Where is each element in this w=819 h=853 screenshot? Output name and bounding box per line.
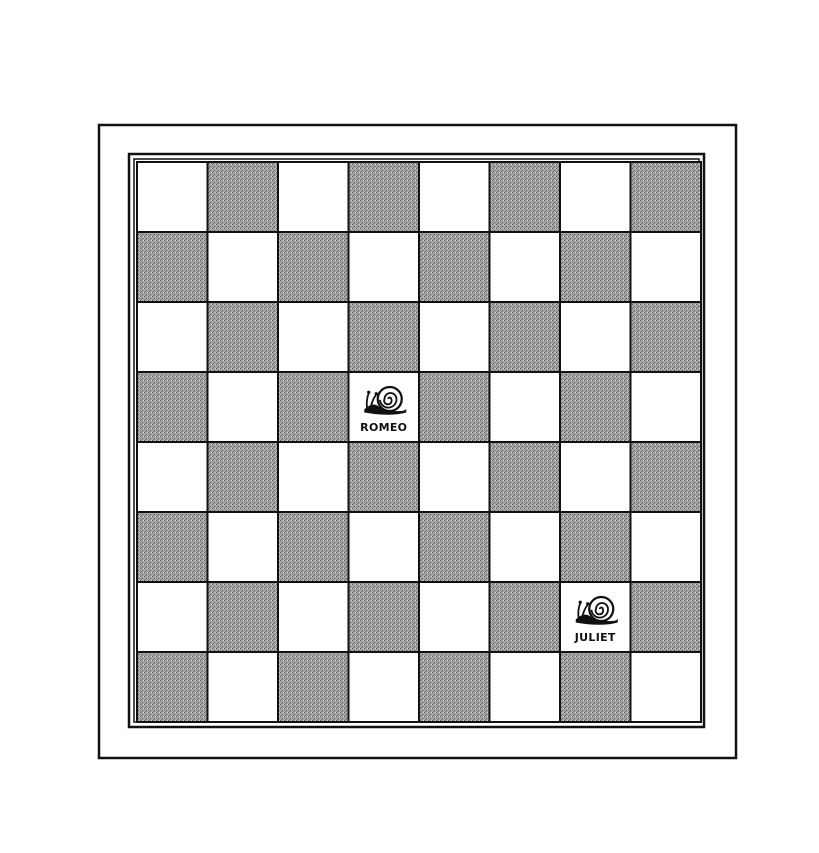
- light-square: [277, 581, 350, 653]
- light-square: [347, 511, 420, 583]
- light-square: [277, 161, 350, 233]
- dark-square: [559, 511, 632, 583]
- dark-square: [629, 301, 702, 373]
- dark-square: [559, 371, 632, 443]
- light-square: [206, 511, 279, 583]
- dark-square: [559, 231, 632, 303]
- dark-square: [206, 581, 279, 653]
- light-square: [206, 651, 279, 723]
- dark-square: [206, 161, 279, 233]
- light-square: [559, 301, 632, 373]
- light-square: [277, 441, 350, 513]
- dark-square: [488, 161, 561, 233]
- board-pieces: ROMEO JULIET: [349, 373, 630, 651]
- piece-label-juliet: JULIET: [574, 631, 616, 644]
- dark-square: [277, 511, 350, 583]
- dark-square: [206, 441, 279, 513]
- light-square: [559, 161, 632, 233]
- light-square: [206, 371, 279, 443]
- dark-square: [629, 581, 702, 653]
- light-square: [488, 651, 561, 723]
- light-square: [347, 231, 420, 303]
- dark-square: [488, 441, 561, 513]
- piece-label-romeo: ROMEO: [360, 421, 407, 434]
- dark-square: [629, 441, 702, 513]
- light-square: [629, 511, 702, 583]
- dark-square: [136, 371, 209, 443]
- dark-square: [136, 651, 209, 723]
- light-square: [488, 511, 561, 583]
- light-square: [136, 161, 209, 233]
- dark-square: [277, 371, 350, 443]
- dark-square: [488, 581, 561, 653]
- light-square: [418, 441, 491, 513]
- dark-square: [418, 371, 491, 443]
- light-square: [418, 581, 491, 653]
- dark-square: [277, 231, 350, 303]
- dark-square: [418, 651, 491, 723]
- light-square: [418, 161, 491, 233]
- light-square: [488, 231, 561, 303]
- dark-square: [488, 301, 561, 373]
- dark-square: [418, 231, 491, 303]
- dark-square: [347, 301, 420, 373]
- light-square: [136, 301, 209, 373]
- dark-square: [559, 651, 632, 723]
- piece-romeo: ROMEO: [349, 373, 418, 441]
- dark-square: [136, 231, 209, 303]
- light-square: [629, 651, 702, 723]
- light-square: [136, 581, 209, 653]
- dark-square: [277, 651, 350, 723]
- light-square: [559, 441, 632, 513]
- dark-square: [347, 441, 420, 513]
- light-square: [277, 301, 350, 373]
- dark-square: [206, 301, 279, 373]
- outer-frame: [97, 123, 738, 760]
- dark-square: [347, 161, 420, 233]
- dark-square: [418, 511, 491, 583]
- light-square: [629, 371, 702, 443]
- board-border: [127, 152, 706, 729]
- light-square: [629, 231, 702, 303]
- dark-square: [347, 581, 420, 653]
- light-square: [418, 301, 491, 373]
- light-square: [347, 651, 420, 723]
- piece-juliet: JULIET: [561, 583, 630, 651]
- dark-square: [629, 161, 702, 233]
- dark-square: [136, 511, 209, 583]
- light-square: [206, 231, 279, 303]
- light-square: [136, 441, 209, 513]
- light-square: [488, 371, 561, 443]
